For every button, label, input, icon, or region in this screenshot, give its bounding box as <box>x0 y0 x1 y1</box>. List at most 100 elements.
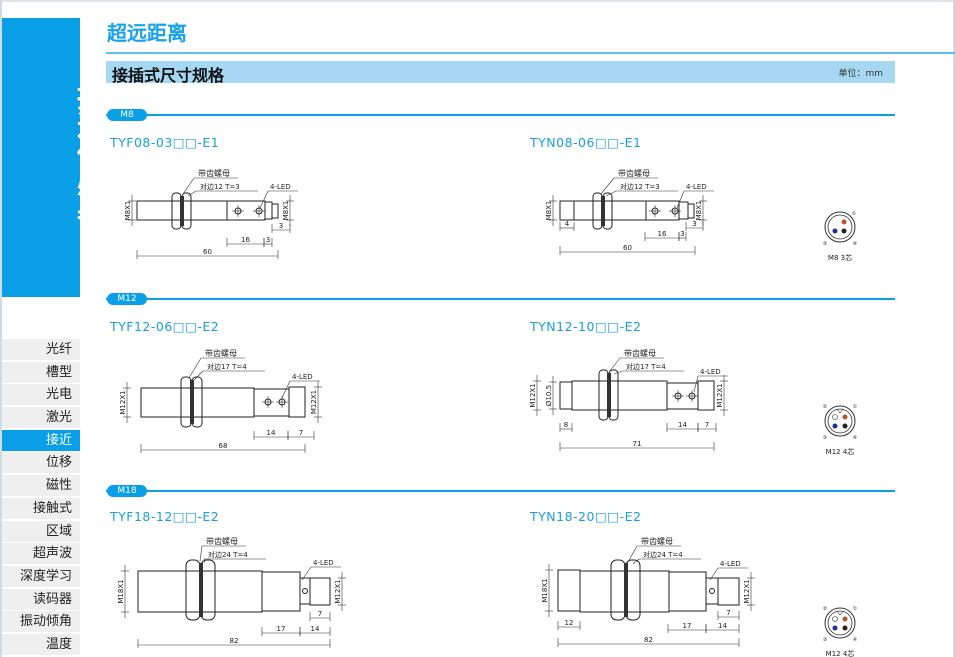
nut-label: 带齿螺母 <box>206 536 238 546</box>
dimension-label: 16 <box>241 236 250 244</box>
nav-item[interactable]: 区域 <box>2 520 80 542</box>
dimension-label: 17 <box>683 622 692 630</box>
connector-label: M8 3芯 <box>828 253 852 262</box>
unit-label: 单位：mm <box>838 69 883 79</box>
nav-item[interactable]: 接近 <box>2 429 80 451</box>
nav-item[interactable]: 深度学习 <box>2 565 80 587</box>
dimension-label: 7 <box>726 609 730 617</box>
nav-item[interactable]: 磁性 <box>2 475 80 497</box>
sensor-part <box>557 569 581 612</box>
leader-line <box>693 375 699 393</box>
dimension-label: 82 <box>230 637 239 645</box>
pin-number: ④ <box>853 637 858 643</box>
category-nav: 光纤槽型光电激光接近位移磁性接触式区域超声波深度学习读码器振动倾角温度 <box>2 339 80 657</box>
sensor-part <box>264 201 273 220</box>
nav-item[interactable]: 激光 <box>2 407 80 429</box>
nut-teeth <box>180 196 184 226</box>
nav-item[interactable]: 温度 <box>2 633 80 655</box>
connector-outline <box>824 405 856 437</box>
dimension-label: 17 <box>277 625 286 633</box>
pin-number: ④ <box>853 241 858 247</box>
nav-item[interactable]: 振动倾角 <box>2 611 80 633</box>
leader-line <box>199 545 203 562</box>
sensor-part <box>717 577 740 606</box>
leader-line <box>632 558 640 565</box>
pin-black <box>842 423 848 429</box>
model-name: TYN12-10□□-E2 <box>530 319 642 334</box>
dimension-label: 12 <box>565 619 574 627</box>
section-line-m8 <box>106 114 895 116</box>
dimension-label: 14 <box>267 429 276 437</box>
nut-spec-label: 对边17 T=4 <box>207 362 247 371</box>
led-label: 4-LED <box>686 183 707 191</box>
sensor-part <box>687 203 695 219</box>
dimension-label: 8 <box>564 421 568 429</box>
dimension-label: 3 <box>680 230 684 238</box>
nav-item[interactable]: 读码器 <box>2 588 80 610</box>
pin-brown <box>842 616 848 622</box>
leader-line <box>709 567 719 581</box>
nut <box>625 559 641 621</box>
pin-blue <box>832 625 838 631</box>
sensor-part <box>271 203 279 219</box>
nav-item[interactable]: 超声波 <box>2 543 80 565</box>
nut-spec-label: 对边24 T=4 <box>643 550 683 559</box>
leader-line <box>676 190 685 209</box>
pin-number: ③ <box>823 241 827 247</box>
pin-number: ③ <box>823 435 827 441</box>
nav-item[interactable]: 光电 <box>2 384 80 406</box>
dimension-label: 3 <box>266 236 270 244</box>
leader-line <box>301 566 312 581</box>
nav-item[interactable]: 接触式 <box>2 497 80 519</box>
nut-label: 带齿螺母 <box>198 168 230 178</box>
nut-label: 带齿螺母 <box>205 348 237 358</box>
sensor-part <box>299 577 311 605</box>
sensor-part <box>261 571 301 612</box>
section-tag-m12: M12 <box>107 293 147 305</box>
nut-spec-label: 对边24 T=4 <box>208 550 248 559</box>
nut <box>610 559 626 621</box>
left-border <box>0 0 2 657</box>
sensor-part <box>253 388 290 417</box>
nav-item[interactable]: 位移 <box>2 452 80 474</box>
leader-line <box>600 177 615 195</box>
nav-item[interactable]: 光纤 <box>2 339 80 360</box>
pin <box>832 414 838 420</box>
led-hole <box>709 588 715 594</box>
nut-teeth <box>624 563 628 617</box>
dimension-label: 4 <box>565 220 570 228</box>
leader-line <box>605 190 617 197</box>
spec-header-bar: 接插式尺寸规格 单位：mm <box>106 61 895 85</box>
dimension-label: M8X1 <box>124 201 132 221</box>
leader-line <box>259 190 269 209</box>
nut <box>171 192 182 230</box>
nut <box>185 559 201 621</box>
nut <box>592 192 603 230</box>
sensor-part <box>559 200 575 221</box>
nut-label: 带齿螺母 <box>618 168 650 178</box>
led-label: 4-LED <box>292 373 313 381</box>
model-name: TYN18-20□□-E2 <box>530 509 642 524</box>
section-line-m18 <box>106 490 895 492</box>
dimension-label: 68 <box>219 442 228 450</box>
page-title: 超远距离 <box>107 21 187 45</box>
section-line-m12 <box>106 298 895 300</box>
sensor-part <box>573 200 647 221</box>
dimension-label: M12X1 <box>310 390 318 414</box>
leader-line <box>627 545 638 563</box>
model-name: TYF08-03□□-E1 <box>110 135 220 150</box>
sensor-part <box>668 571 707 612</box>
dimension-label: M8X1 <box>695 201 703 221</box>
category-title: 接近传感器 <box>73 82 106 227</box>
connector-outline <box>827 610 853 636</box>
pin <box>832 616 838 622</box>
nav-item[interactable]: 槽型 <box>2 361 80 383</box>
pin-blue <box>832 228 838 234</box>
leader-line <box>613 370 623 375</box>
connector-label: M12 4芯 <box>826 447 855 456</box>
sensor-part <box>288 386 306 418</box>
top-border <box>0 0 955 2</box>
model-name: TYF18-12□□-E2 <box>110 509 220 524</box>
dimension-label: 14 <box>678 421 687 429</box>
